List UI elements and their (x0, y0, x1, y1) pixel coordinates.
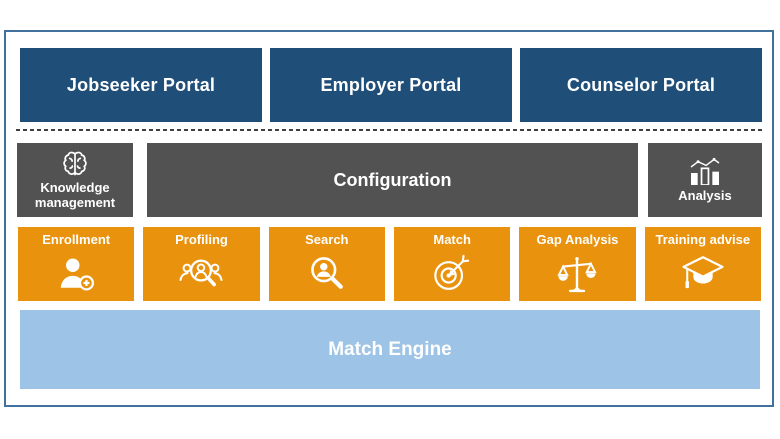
analysis-box: Analysis (648, 143, 762, 217)
person-add-icon (55, 247, 97, 301)
match-engine-label: Match Engine (328, 338, 452, 360)
service-label: Gap Analysis (536, 232, 619, 247)
graduation-cap-icon (680, 247, 726, 301)
employer-portal-box: Employer Portal (270, 48, 512, 122)
knowledge-management-label: Knowledge management (34, 180, 116, 210)
portals-row: Jobseeker Portal Employer Portal Counsel… (20, 48, 762, 122)
configuration-box: Configuration (147, 143, 638, 217)
portal-label: Employer Portal (320, 74, 462, 95)
service-label: Match (433, 232, 471, 247)
service-box-search: Search (268, 227, 385, 301)
service-label: Enrollment (42, 232, 111, 247)
portal-label: Jobseeker Portal (66, 74, 216, 95)
match-engine-box: Match Engine (20, 310, 760, 389)
architecture-diagram-frame: Jobseeker Portal Employer Portal Counsel… (4, 30, 774, 407)
service-box-profiling: Profiling (143, 227, 260, 301)
service-label: Profiling (175, 232, 228, 247)
target-dart-icon (431, 247, 473, 301)
service-label: Training advise (655, 232, 751, 247)
service-box-training-advise: Training advise (644, 227, 761, 301)
brain-icon (57, 149, 93, 179)
separator-dashed-line (16, 129, 762, 131)
counselor-portal-box: Counselor Portal (520, 48, 762, 122)
balance-scale-icon (556, 247, 598, 301)
configuration-label: Configuration (333, 169, 452, 190)
group-search-icon (178, 247, 224, 301)
services-row: Enrollment Profiling (18, 227, 761, 301)
service-box-enrollment: Enrollment (18, 227, 135, 301)
person-search-icon (306, 247, 348, 301)
jobseeker-portal-box: Jobseeker Portal (20, 48, 262, 122)
service-label: Search (305, 232, 349, 247)
analysis-label: Analysis (678, 188, 732, 203)
bar-chart-trend-icon (689, 157, 721, 185)
middle-row: Knowledge management Configuration Analy… (17, 143, 762, 217)
portal-label: Counselor Portal (566, 74, 716, 95)
service-box-match: Match (393, 227, 511, 301)
knowledge-management-box: Knowledge management (17, 143, 133, 217)
service-box-gap-analysis: Gap Analysis (519, 227, 636, 301)
